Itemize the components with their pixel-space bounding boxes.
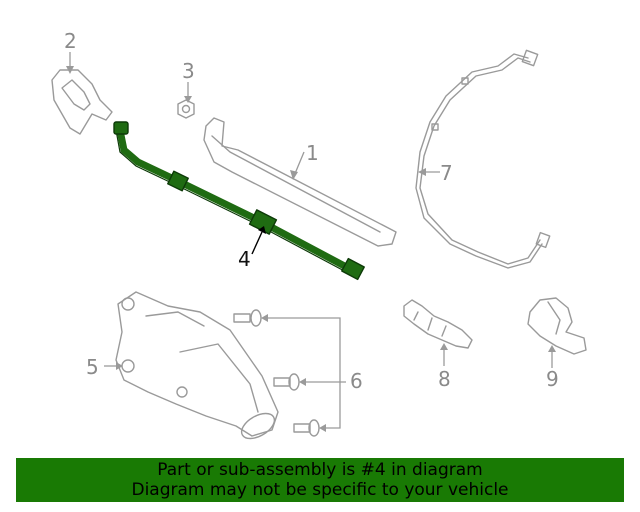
callout-1[interactable]: 1 [306, 141, 319, 165]
info-banner: Part or sub-assembly is #4 in diagram Di… [16, 458, 624, 502]
callout-2[interactable]: 2 [64, 29, 77, 53]
part-1-wiper-arm[interactable] [203, 117, 397, 247]
part-4-hose-assembly[interactable] [113, 121, 365, 281]
callout-4[interactable]: 4 [238, 247, 251, 271]
part-3-nut[interactable] [177, 99, 195, 119]
callout-9[interactable]: 9 [546, 367, 559, 391]
callout-8[interactable]: 8 [438, 367, 451, 391]
callout-6[interactable]: 6 [350, 369, 363, 393]
part-7-washer-hose[interactable] [415, 49, 551, 269]
callout-3[interactable]: 3 [182, 59, 195, 83]
banner-line-2: Diagram may not be specific to your vehi… [131, 480, 509, 500]
part-2-cover[interactable] [51, 69, 113, 135]
part-6-bolt-middle[interactable] [273, 373, 300, 391]
part-8-nozzle[interactable] [403, 299, 473, 349]
part-6-bolt-top[interactable] [233, 309, 262, 327]
callout-5[interactable]: 5 [86, 355, 99, 379]
banner-line-1: Part or sub-assembly is #4 in diagram [157, 460, 483, 480]
callout-7[interactable]: 7 [440, 161, 453, 185]
part-6-bolt-bottom[interactable] [293, 419, 320, 437]
part-9-connector[interactable] [527, 297, 587, 355]
part-5-wiper-motor[interactable] [115, 291, 279, 444]
